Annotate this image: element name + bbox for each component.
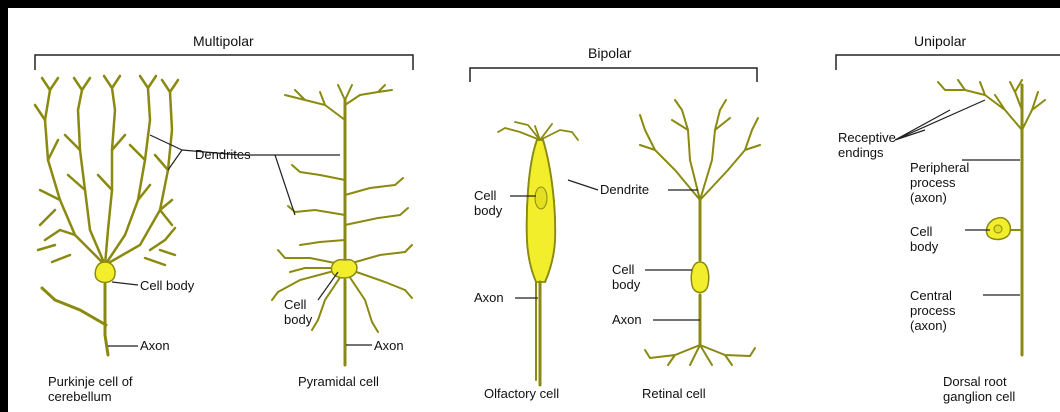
caption-olfactory: Olfactory cell [484, 386, 559, 401]
label-cell-body-drg: Cell body [910, 224, 938, 254]
label-central-process: Central process (axon) [910, 288, 956, 333]
caption-retinal: Retinal cell [642, 386, 706, 401]
purkinje-axon-collateral [42, 288, 106, 325]
label-cell-body-olfactory: Cell body [474, 188, 502, 218]
leader-receptive-endings [895, 100, 985, 140]
leader-cell-body-purkinje [112, 282, 138, 285]
label-axon-pyramidal: Axon [374, 338, 404, 353]
olfactory-cell [498, 122, 578, 385]
purkinje-dendrites [35, 76, 178, 265]
olfactory-nucleus [535, 187, 547, 209]
label-dendrite: Dendrite [600, 182, 649, 197]
label-peripheral-process: Peripheral process (axon) [910, 160, 969, 205]
label-cell-body-pyramidal: Cell body [284, 297, 312, 327]
caption-drg: Dorsal root ganglion cell [943, 374, 1015, 404]
purkinje-cell [35, 76, 178, 355]
caption-pyramidal: Pyramidal cell [298, 374, 379, 389]
purkinje-axon [105, 284, 108, 355]
label-axon-purkinje: Axon [140, 338, 170, 353]
label-dendrites: Dendrites [195, 147, 251, 162]
label-cell-body-purkinje: Cell body [140, 278, 194, 293]
purkinje-soma [95, 262, 115, 283]
retinal-soma [691, 262, 708, 293]
label-axon-retinal: Axon [612, 312, 642, 327]
label-cell-body-retinal: Cell body [612, 262, 640, 292]
label-axon-olfactory: Axon [474, 290, 504, 305]
retinal-cell [640, 100, 760, 365]
caption-purkinje: Purkinje cell of cerebellum [48, 374, 133, 404]
label-receptive-endings: Receptive endings [838, 130, 896, 160]
